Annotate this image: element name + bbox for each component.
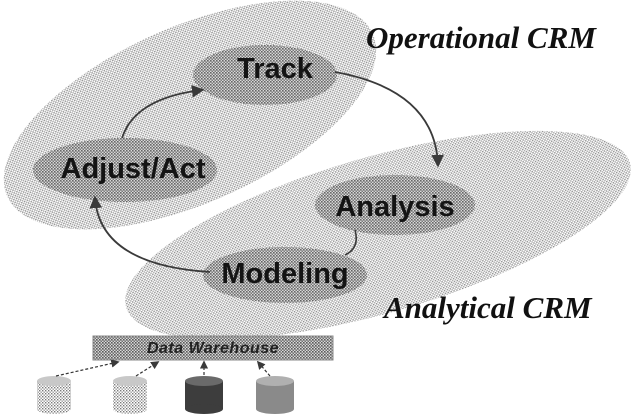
analysis-label: Analysis (335, 191, 455, 223)
adjust-node-ellipse (33, 138, 217, 202)
modeling-label: Modeling (221, 258, 349, 290)
track-label: Track (237, 53, 313, 85)
analytical-crm-title: Analytical CRM (384, 290, 592, 325)
arrow-adjust-to-track (121, 84, 205, 139)
operational-crm-title: Operational CRM (366, 20, 596, 55)
feed-arrow-1 (55, 359, 120, 377)
source-database-3 (185, 376, 223, 414)
data-warehouse-label: Data Warehouse (146, 340, 280, 357)
arrow-analysis-to-modeling (344, 229, 358, 256)
source-database-1 (37, 376, 71, 414)
source-database-4 (256, 376, 294, 414)
arrow-modeling-to-adjust (89, 195, 211, 273)
arrow-track-to-analysis (334, 71, 444, 168)
feed-arrow-2 (135, 361, 160, 377)
source-database-2 (113, 376, 147, 414)
track-node-ellipse (193, 45, 337, 105)
data-warehouse-bar (92, 335, 334, 361)
feed-arrow-4 (256, 360, 271, 377)
analysis-node-ellipse (315, 175, 475, 235)
adjust-act-label: Adjust/Act (60, 153, 206, 185)
modeling-node-ellipse (203, 247, 367, 303)
